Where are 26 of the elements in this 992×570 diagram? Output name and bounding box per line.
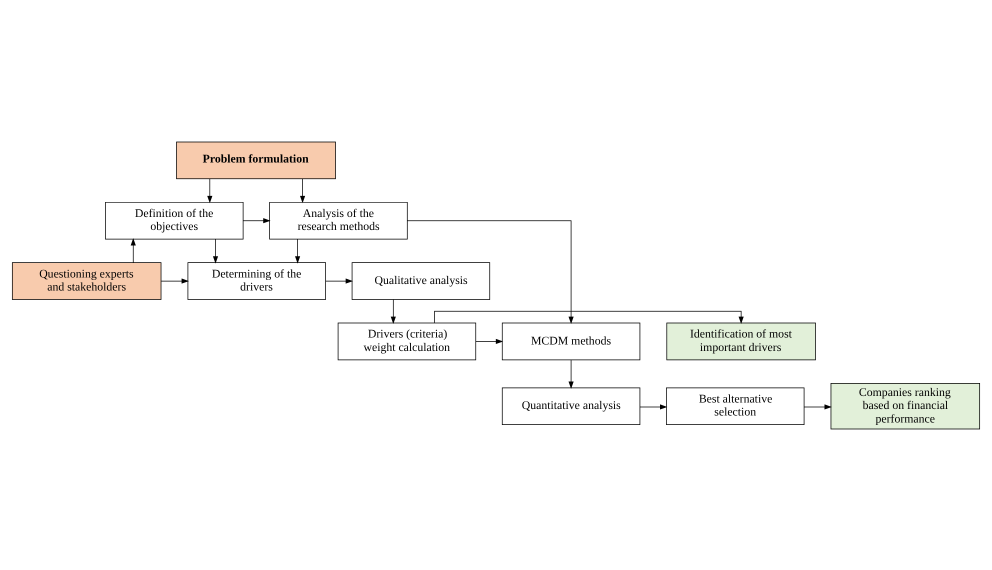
node-box: Identification of most important drivers bbox=[666, 322, 816, 360]
node-box: Definition of the objectives bbox=[105, 201, 244, 239]
arrow bbox=[390, 298, 396, 324]
arrow bbox=[130, 238, 136, 262]
arrow bbox=[640, 404, 668, 410]
arrow bbox=[804, 404, 832, 410]
node-box: Analysis of the research methods bbox=[269, 201, 408, 239]
arrow bbox=[242, 218, 271, 223]
node-box: Drivers (criteria) weight calculation bbox=[338, 322, 476, 360]
node-box: Problem formulation bbox=[176, 141, 336, 179]
arrow bbox=[475, 338, 504, 344]
arrow bbox=[207, 178, 212, 203]
node-box: Quantitative analysis bbox=[502, 386, 640, 424]
node-box: Companies ranking based on financial performance bbox=[830, 382, 980, 429]
arrow bbox=[406, 220, 574, 324]
node-box: Determining of the drivers bbox=[188, 262, 326, 300]
node-box: MCDM methods bbox=[502, 322, 640, 360]
arrow bbox=[325, 278, 354, 284]
arrow bbox=[160, 278, 189, 284]
arrow bbox=[568, 359, 574, 388]
arrow bbox=[212, 238, 218, 264]
arrow bbox=[300, 178, 306, 203]
node-box: Questioning experts and stakeholders bbox=[12, 262, 162, 300]
node-box: Best alternative selection bbox=[666, 386, 804, 424]
arrow bbox=[295, 238, 300, 264]
node-box: Qualitative analysis bbox=[352, 262, 490, 300]
